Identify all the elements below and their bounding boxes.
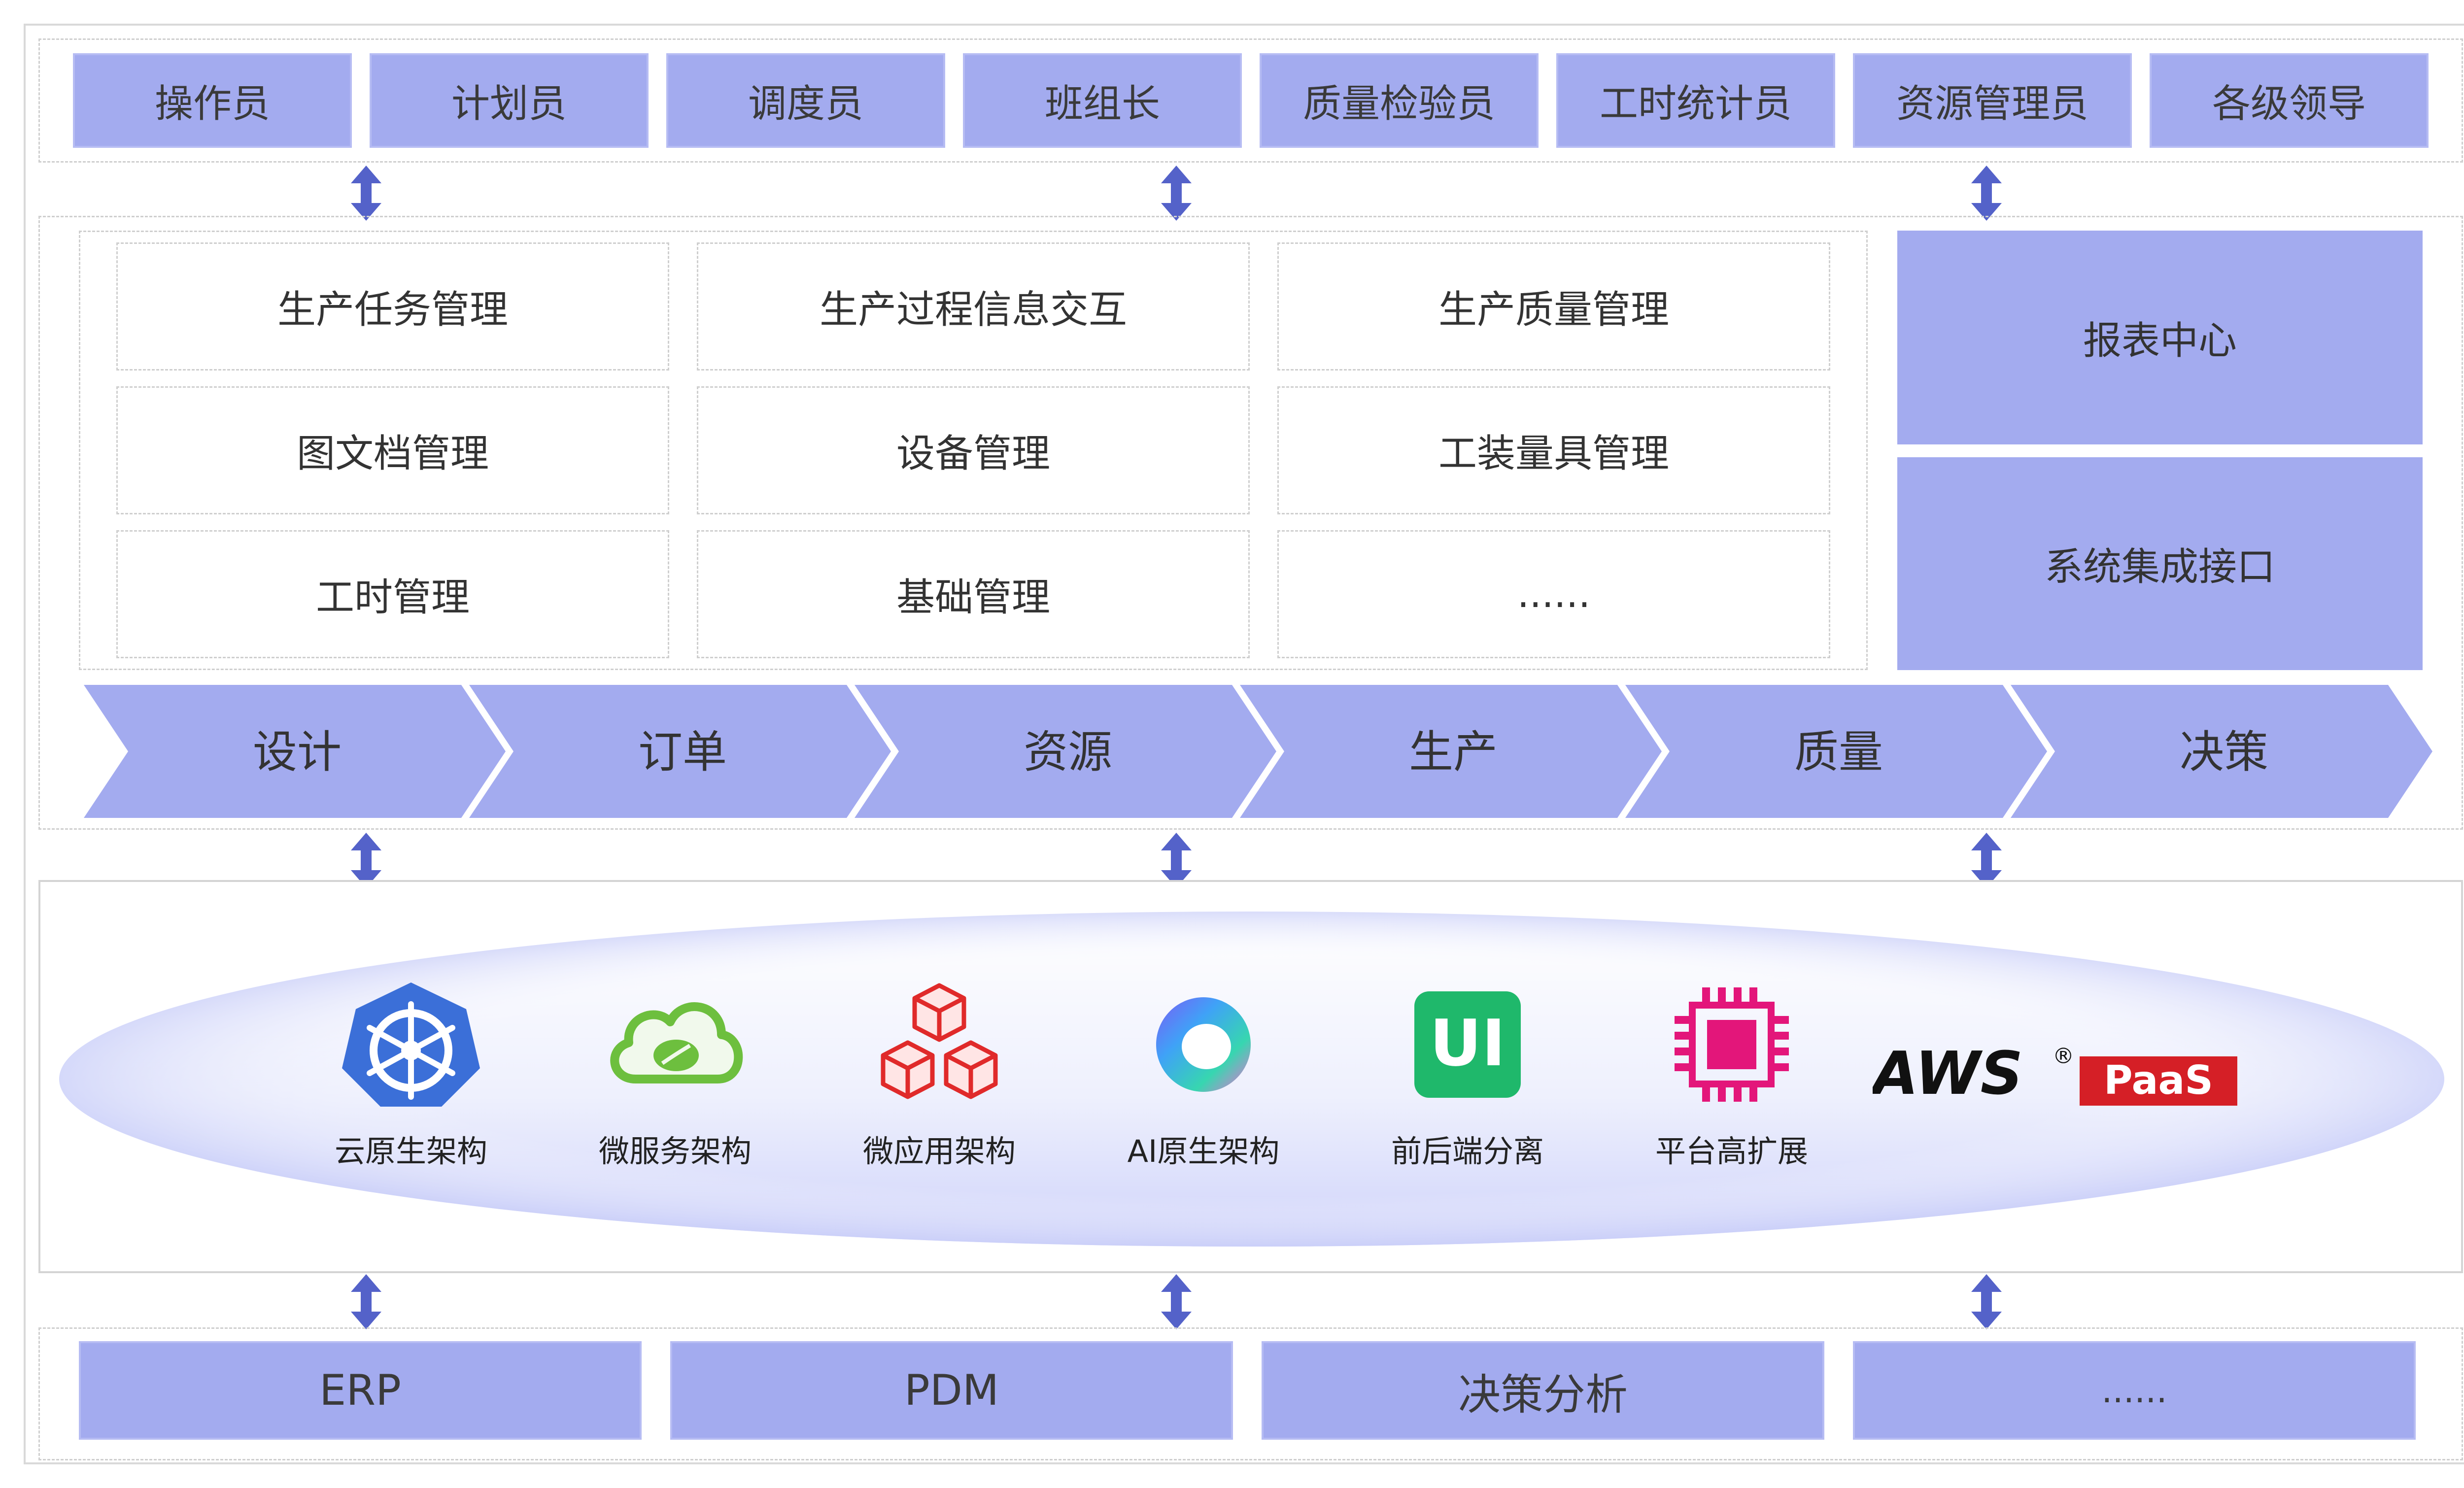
tech-label: 微应用架构 <box>862 1133 1016 1169</box>
tech-label: 微服务架构 <box>598 1133 752 1169</box>
module-quality: 生产质量管理 <box>1277 242 1830 371</box>
report-center: 报表中心 <box>1897 231 2423 444</box>
tech-label: 前后端分离 <box>1391 1133 1544 1169</box>
spring-cloud-icon <box>610 1002 743 1083</box>
module-work-hours: 工时管理 <box>116 530 669 658</box>
systems-layer <box>38 1327 2463 1460</box>
module-tooling: 工装量具管理 <box>1277 386 1830 514</box>
technology-ellipse <box>59 912 2444 1247</box>
tech-frontend-backend: UI 前后端分离 <box>1364 981 1571 1171</box>
double-arrow-icon <box>1161 1274 1192 1329</box>
double-arrow-icon <box>1971 166 2002 221</box>
modules-panel <box>79 231 1868 670</box>
process-step <box>1240 685 1662 818</box>
role-time-statistician: 工时统计员 <box>1556 53 1835 148</box>
process-label-order: 订单 <box>638 726 727 778</box>
chip-icon <box>1675 987 1789 1102</box>
double-arrow-icon <box>351 166 381 221</box>
svg-text:AWS: AWS <box>1873 1040 2023 1108</box>
process-label-production: 生产 <box>1409 726 1498 778</box>
role-resource-manager: 资源管理员 <box>1853 53 2132 148</box>
process-step <box>469 685 891 818</box>
role-dispatcher: 调度员 <box>666 53 945 148</box>
tech-extension: 平台高扩展 <box>1628 981 1835 1171</box>
process-label-resource: 资源 <box>1024 726 1112 778</box>
business-layer <box>38 216 2463 830</box>
role-team-leader: 班组长 <box>963 53 1242 148</box>
svg-text:UI: UI <box>1430 1006 1506 1081</box>
diagram-frame <box>24 24 2464 1464</box>
module-documents: 图文档管理 <box>116 386 669 514</box>
system-more: ...... <box>1853 1341 2416 1440</box>
process-flow: 设计 订单 资源 生产 质量 决策 <box>84 685 2432 818</box>
role-planner: 计划员 <box>370 53 649 148</box>
double-arrow-icon <box>351 833 381 888</box>
tech-cloud-native: 云原生架构 <box>308 981 514 1171</box>
roles-layer <box>38 38 2463 163</box>
double-arrow-icon <box>1971 833 2002 888</box>
process-label-decision: 决策 <box>2180 726 2268 778</box>
process-label-quality: 质量 <box>1794 726 1883 778</box>
system-erp: ERP <box>79 1341 642 1440</box>
role-leaders: 各级领导 <box>2150 53 2429 148</box>
process-step <box>2011 685 2432 818</box>
svg-text:®: ® <box>2053 1044 2074 1069</box>
tech-label: 云原生架构 <box>334 1133 487 1169</box>
double-arrow-icon <box>1971 1274 2002 1329</box>
system-pdm: PDM <box>670 1341 1233 1440</box>
process-step <box>1625 685 2047 818</box>
double-arrow-icon <box>1161 166 1192 221</box>
integration-interface: 系统集成接口 <box>1897 457 2423 670</box>
tech-label: 平台高扩展 <box>1655 1133 1808 1169</box>
ui-icon: UI <box>1414 991 1521 1098</box>
cubes-icon <box>881 983 998 1099</box>
process-step <box>84 685 506 818</box>
svg-text:PaaS: PaaS <box>2104 1057 2213 1103</box>
tech-label: AI原生架构 <box>1127 1133 1280 1169</box>
module-more: ...... <box>1277 530 1830 658</box>
module-equipment: 设备管理 <box>697 386 1250 514</box>
ai-ring-icon <box>1156 997 1251 1092</box>
tech-micro-app: 微应用架构 <box>836 981 1043 1171</box>
double-arrow-icon <box>351 1274 381 1329</box>
aws-paas-logo: AWS ® PaaS <box>1873 1040 2237 1108</box>
system-decision-analysis: 决策分析 <box>1262 1341 1824 1440</box>
process-label-design: 设计 <box>253 726 342 778</box>
module-production-task: 生产任务管理 <box>116 242 669 371</box>
process-step <box>855 685 1276 818</box>
double-arrow-icon <box>1161 833 1192 888</box>
module-process-info: 生产过程信息交互 <box>697 242 1250 371</box>
tech-ai-native: AI原生架构 <box>1100 981 1307 1171</box>
role-quality-inspector: 质量检验员 <box>1260 53 1539 148</box>
module-base: 基础管理 <box>697 530 1250 658</box>
kubernetes-icon <box>342 982 480 1107</box>
role-operator: 操作员 <box>73 53 352 148</box>
tech-microservice: 微服务架构 <box>572 981 779 1171</box>
